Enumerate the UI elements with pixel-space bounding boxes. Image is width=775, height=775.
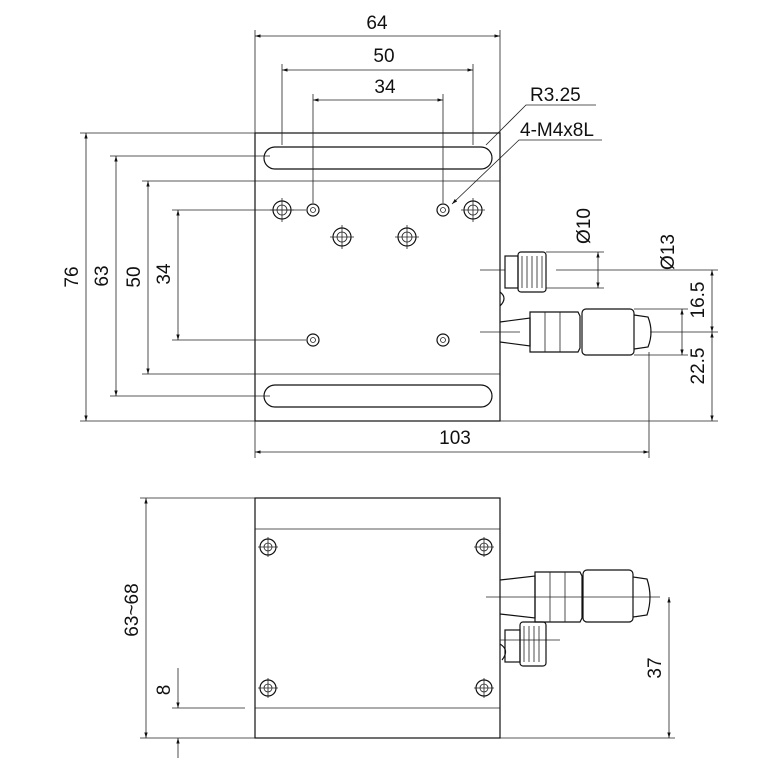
dim-37-label: 37: [645, 657, 666, 678]
slot-top: [263, 146, 493, 170]
dim-34-vertical-label: 34: [154, 263, 175, 285]
dim-dia10-label: Ø10: [574, 208, 595, 244]
side-view: 63~68 8 37: [122, 497, 675, 758]
dim-64-label: 64: [366, 13, 388, 34]
dim-22-5-label: 22.5: [688, 348, 709, 385]
slot-bottom: [263, 384, 493, 408]
hole-group: [270, 198, 485, 347]
stage-body-top: [254, 132, 501, 422]
callout-holes: 4-M4x8L: [520, 120, 594, 141]
dim-dia13-label: Ø13: [658, 234, 679, 270]
dim-63-label: 63: [92, 265, 113, 286]
micrometer-side: [486, 569, 660, 623]
micrometer-top: [480, 308, 652, 356]
stage-body-side: [254, 497, 501, 739]
top-view: 64 50 34 R3.25 4-M4x8L 76 63 50 34: [62, 13, 718, 458]
callout-radius: R3.25: [530, 85, 581, 106]
dim-50-vertical-label: 50: [124, 266, 145, 287]
dim-16-5-label: 16.5: [688, 282, 709, 319]
side-screws: [258, 537, 494, 698]
dim-103-label: 103: [439, 428, 471, 449]
dim-8-label: 8: [154, 685, 175, 696]
dim-34-label: 34: [374, 77, 396, 98]
dim-63-68-label: 63~68: [122, 583, 143, 636]
lock-screw-top: [480, 251, 547, 307]
dim-76-label: 76: [62, 266, 83, 287]
lock-screw-side: [499, 621, 560, 667]
dim-50-label: 50: [373, 46, 394, 67]
